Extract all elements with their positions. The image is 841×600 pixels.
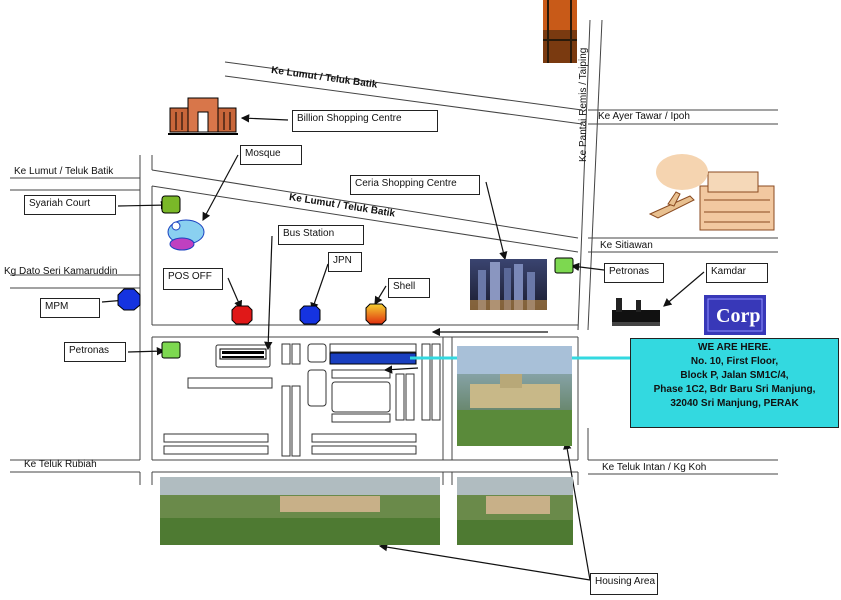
- label-shell: Shell: [388, 278, 430, 298]
- label-petronas-left: Petronas: [64, 342, 126, 362]
- label-mpm: MPM: [40, 298, 100, 318]
- castle-photo-small: [457, 477, 573, 545]
- pos-off-marker: [231, 305, 253, 325]
- corp-logo-text: Corp: [716, 305, 761, 327]
- we-are-here-line3: Block P, Jalan SM1C/4,: [680, 370, 789, 381]
- corp-logo: [704, 295, 766, 335]
- target-building: [329, 352, 417, 365]
- city-photo: [470, 259, 547, 310]
- bridge-photo: [543, 0, 577, 63]
- road-label-lumut-left: Ke Lumut / Teluk Batik: [14, 166, 114, 177]
- billion-building-icon: [168, 97, 238, 135]
- road-label-teluk-rubiah: Ke Teluk Rubiah: [24, 459, 97, 470]
- jpn-marker: [299, 305, 321, 325]
- mpm-marker: [117, 288, 141, 311]
- shell-marker: [365, 303, 387, 325]
- road-label-kamaruddin: Kg Dato Seri Kamaruddin: [4, 266, 118, 277]
- kamdar-clipart: [648, 154, 775, 231]
- label-jpn: JPN: [328, 252, 362, 272]
- we-are-here-callout: WE ARE HERE. No. 10, First Floor, Block …: [630, 338, 839, 428]
- road-network: [10, 19, 778, 485]
- label-petronas-right: Petronas: [604, 263, 664, 283]
- label-housing-area: Housing Area: [590, 573, 658, 595]
- we-are-here-line4: Phase 1C2, Bdr Baru Sri Manjung,: [653, 384, 816, 395]
- label-ceria-shopping-centre: Ceria Shopping Centre: [350, 175, 480, 195]
- mosque-clipart: [167, 219, 205, 251]
- pointer-arrows: [101, 114, 705, 581]
- label-pos-off: POS OFF: [163, 268, 223, 290]
- road-label-sitiawan: Ke Sitiawan: [600, 240, 653, 251]
- we-are-here-line2: No. 10, First Floor,: [690, 356, 779, 367]
- label-mosque: Mosque: [240, 145, 302, 165]
- label-bus-station: Bus Station: [278, 225, 364, 245]
- castle-photo-right: [457, 346, 572, 446]
- syariah-court-marker: [161, 195, 181, 214]
- we-are-here-line1: WE ARE HERE.: [698, 342, 771, 353]
- road-label-teluk-intan: Ke Teluk Intan / Kg Koh: [602, 462, 707, 473]
- label-kamdar: Kamdar: [706, 263, 768, 283]
- castle-photo-wide: [160, 477, 440, 545]
- label-billion-shopping-centre: Billion Shopping Centre: [292, 110, 438, 132]
- road-label-pantai-remis: Ke Pantai Remis / Taiping: [578, 47, 589, 162]
- town-blocks: [163, 343, 441, 457]
- petronas-left-marker: [161, 341, 181, 359]
- bus-icon: [219, 348, 267, 360]
- we-are-here-line5: 32040 Sri Manjung, PERAK: [670, 398, 799, 409]
- label-syariah-court: Syariah Court: [24, 195, 116, 215]
- towers-photo: [610, 292, 662, 332]
- petronas-right-marker: [554, 257, 574, 274]
- road-label-ayer-tawar: Ke Ayer Tawar / Ipoh: [598, 111, 690, 122]
